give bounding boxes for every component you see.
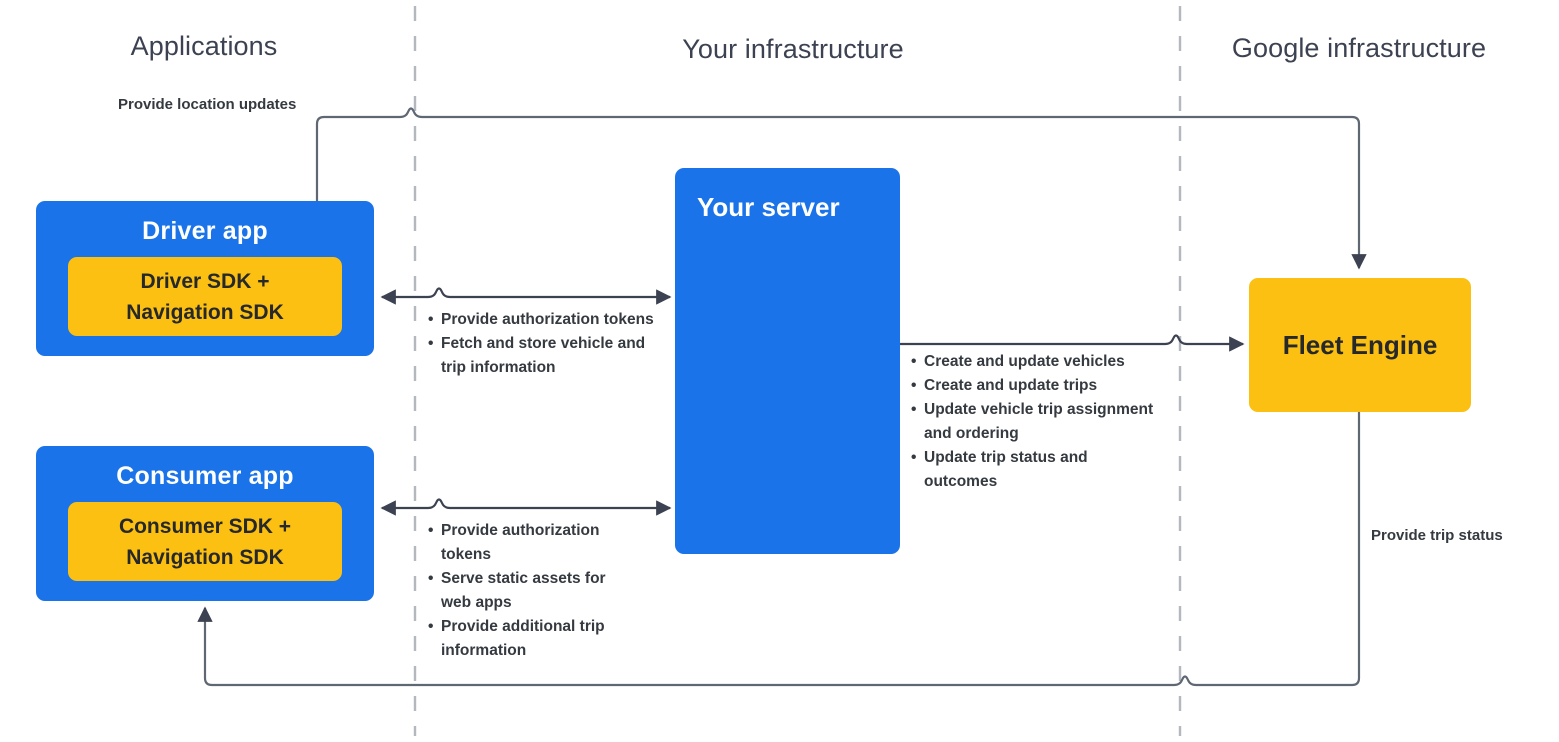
- bullet-item: Fetch and store vehicle and trip informa…: [428, 332, 658, 380]
- fleet-engine-title: Fleet Engine: [1282, 329, 1438, 360]
- bullet-item: Serve static assets for web apps: [428, 567, 628, 615]
- node-consumer-app[interactable]: Consumer app Consumer SDK + Navigation S…: [36, 446, 374, 601]
- bullet-item: Provide authorization tokens: [428, 308, 658, 332]
- node-driver-app[interactable]: Driver app Driver SDK + Navigation SDK: [36, 201, 374, 356]
- consumer-sdk-line-2: Navigation SDK: [126, 545, 284, 569]
- bullet-item: Create and update trips: [911, 374, 1156, 398]
- bullet-item: Provide additional trip information: [428, 615, 628, 663]
- consumer-sdk-box[interactable]: Consumer SDK + Navigation SDK: [68, 502, 342, 581]
- bullet-item: Provide authorization tokens: [428, 519, 628, 567]
- driver-sdk-line-2: Navigation SDK: [126, 300, 284, 324]
- node-your-server[interactable]: Your server: [675, 168, 900, 554]
- consumer-sdk-line-1: Consumer SDK +: [118, 514, 292, 538]
- edge-consumer-server: [380, 498, 672, 516]
- driver-sdk-line-1: Driver SDK +: [140, 269, 270, 293]
- zone-title-applications: Applications: [130, 31, 278, 61]
- bullet-item: Update vehicle trip assignment and order…: [911, 398, 1156, 446]
- driver-app-title: Driver app: [142, 217, 268, 245]
- edge-server-fleet: [900, 334, 1245, 352]
- edge-label-location-updates: Provide location updates: [118, 96, 297, 113]
- driver-sdk-box[interactable]: Driver SDK + Navigation SDK: [68, 257, 342, 336]
- your-server-title: Your server: [697, 192, 840, 222]
- zone-title-your-infrastructure: Your infrastructure: [682, 34, 904, 64]
- bullet-item: Update trip status and outcomes: [911, 446, 1156, 494]
- edge-label-trip-status: Provide trip status: [1371, 527, 1503, 544]
- edge-driver-server: [380, 287, 672, 305]
- bullet-item: Create and update vehicles: [911, 350, 1156, 374]
- bullets-server-fleet: Create and update vehicles Create and up…: [911, 350, 1156, 494]
- zone-title-google-infrastructure: Google infrastructure: [1231, 33, 1487, 63]
- bullets-driver-server: Provide authorization tokens Fetch and s…: [428, 308, 658, 380]
- bullets-consumer-server: Provide authorization tokens Serve stati…: [428, 519, 628, 663]
- consumer-app-title: Consumer app: [116, 462, 294, 490]
- node-fleet-engine[interactable]: Fleet Engine: [1249, 278, 1471, 412]
